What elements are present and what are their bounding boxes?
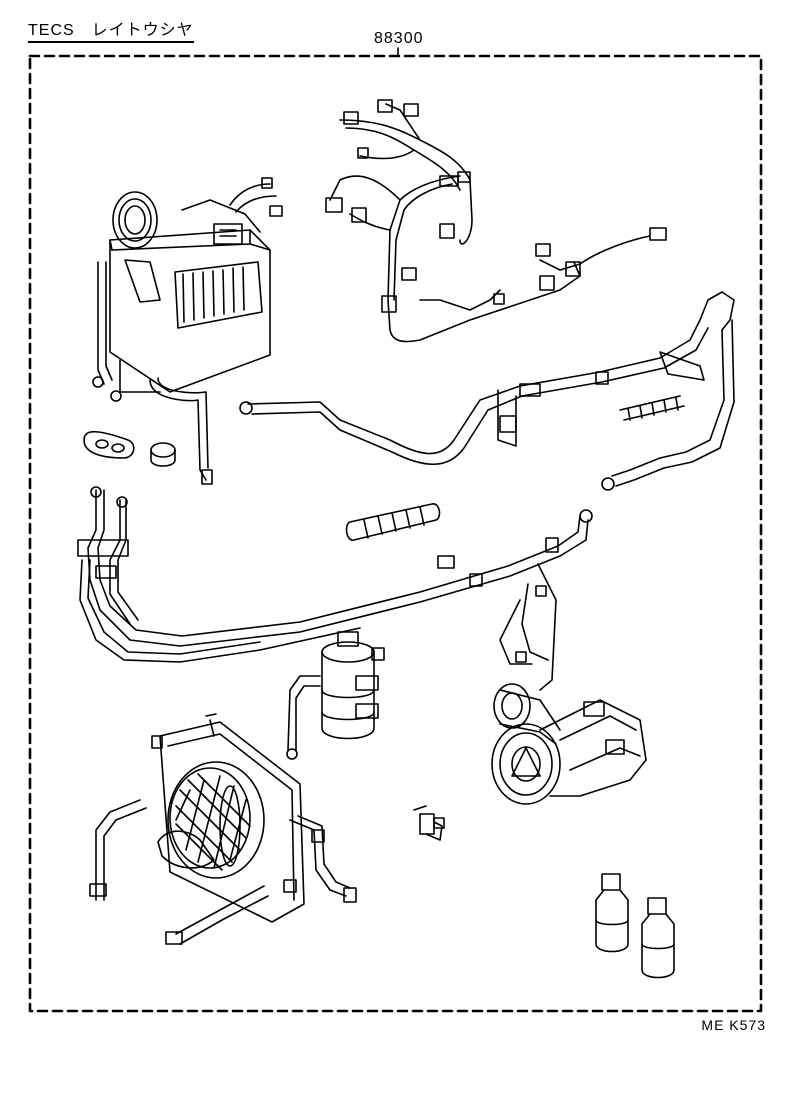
compressor-oil-bottle [596,874,628,952]
receiver-dryer [287,632,384,759]
compressor [492,564,646,804]
condenser-fan-assembly [90,714,356,944]
insulation-tube [347,504,440,540]
kit-part-number: 88300 [374,30,424,47]
wire-harness [326,100,666,342]
compressor-oil-bottle [642,898,674,978]
liquid-tube [78,487,592,662]
kit-boundary-frame [30,56,761,1011]
insulator-sleeve [620,396,684,420]
cooling-unit [93,178,282,484]
grommet-ring [151,443,175,466]
pressure-switch [414,806,444,840]
grommet-pad [84,432,134,458]
illustration-code: ME K573 [701,1017,766,1033]
diagram-title: TECS レイトウシヤ [28,16,194,43]
suction-tube [240,292,734,490]
